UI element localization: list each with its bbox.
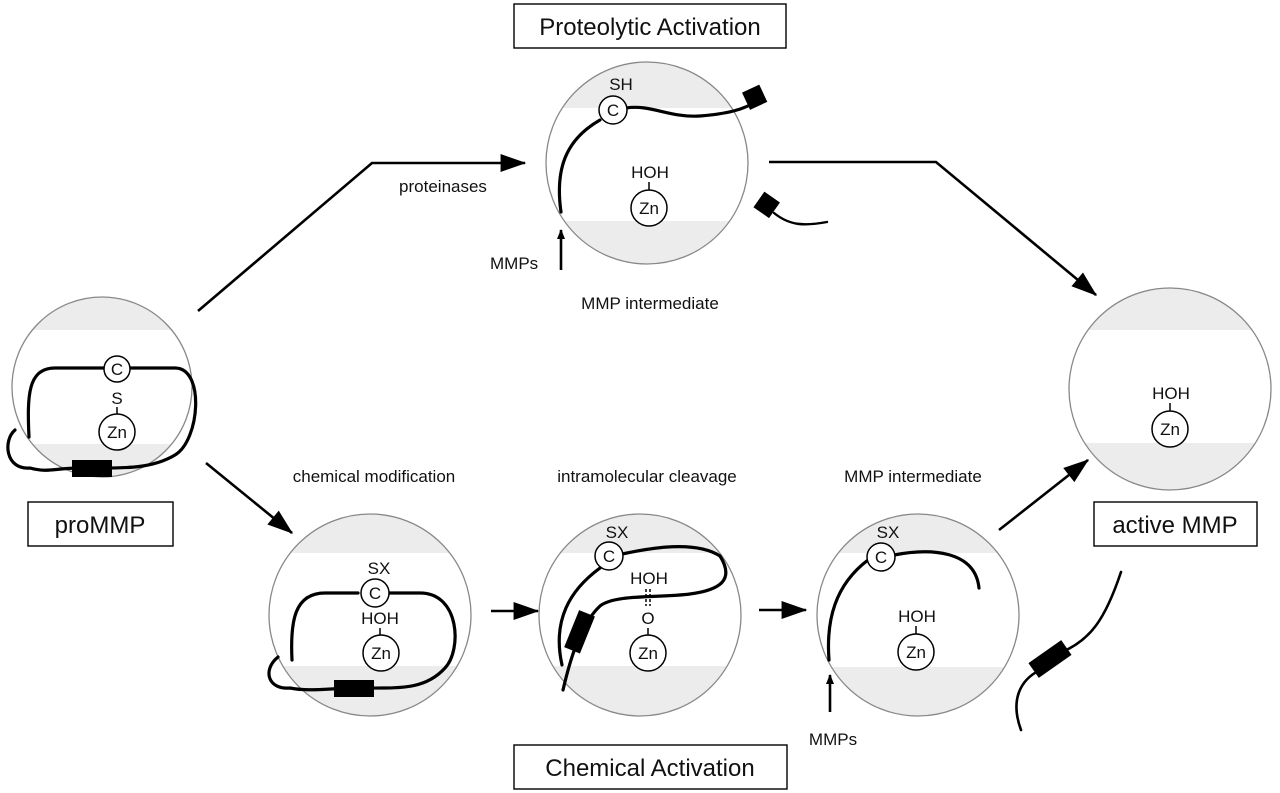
released-propeptide-block [753, 191, 780, 219]
enzyme-domain-circle [268, 513, 472, 717]
cysteine-label: C [111, 360, 123, 379]
zinc-ion [98, 413, 136, 451]
released-propeptide-chain [1015, 570, 1123, 732]
active-mmp-label: active MMP [1112, 512, 1237, 539]
cleaved-chain [557, 98, 760, 214]
propeptide-fragment-block [742, 84, 768, 110]
water-label: HOH [1152, 384, 1190, 403]
released-propeptide-tail [772, 211, 829, 226]
enzyme-domain-circle [1068, 287, 1272, 491]
cysteine-label: C [603, 547, 615, 566]
arrow-prommp-to-chemical-modification [205, 461, 293, 535]
prommp-label: proMMP [55, 512, 146, 539]
prommp-label-box: proMMP [27, 501, 174, 547]
zinc-label: Zn [638, 644, 658, 663]
chemical-activation-title-text: Chemical Activation [545, 755, 754, 782]
zinc-label: Zn [639, 199, 659, 218]
modified-propeptide-chain [267, 591, 457, 692]
cysteine-residue [866, 542, 896, 572]
cleaved-chain [826, 550, 981, 662]
intramolecular-cleavage-state: intramolecular cleavage C SX HOH O Zn [538, 467, 742, 717]
enzyme-domain-circle [545, 61, 749, 265]
active-mmp-state: HOH Zn [1068, 287, 1272, 491]
zinc-ion [362, 634, 400, 672]
prodomain-block [72, 460, 112, 477]
enzyme-domain-circle [816, 513, 1020, 717]
zinc-label: Zn [1160, 420, 1180, 439]
proteolytic-intermediate-state: C SH HOH Zn MMPs MMP intermediate [490, 61, 829, 313]
zinc-ion [897, 633, 935, 671]
cysteine-residue [103, 355, 131, 383]
zinc-ion [1151, 410, 1189, 448]
cysteine-label: C [369, 584, 381, 603]
modified-thiol-label: SX [877, 523, 900, 542]
thiol-label: SH [609, 75, 633, 94]
cysteine-residue [360, 578, 390, 608]
water-label: HOH [361, 609, 399, 628]
arrow-proteolytic-intermediate-to-active [769, 160, 1097, 296]
chemical-modification-state: chemical modification C SX HOH Zn [267, 467, 472, 717]
cysteine-residue [594, 541, 624, 571]
mmp-intermediate-caption: MMP intermediate [581, 294, 719, 313]
intramolecular-cleavage-caption: intramolecular cleavage [557, 467, 737, 486]
cysteine-residue [598, 95, 628, 125]
active-mmp-label-box: active MMP [1093, 501, 1258, 547]
proteinases-label: proteinases [399, 177, 487, 196]
mmp-intermediate-caption: MMP intermediate [844, 467, 982, 486]
zinc-label: Zn [371, 644, 391, 663]
mmps-label: MMPs [490, 254, 538, 273]
chemical-modification-caption: chemical modification [293, 467, 456, 486]
water-label: HOH [630, 569, 668, 588]
proteolytic-activation-title: Proteolytic Activation [513, 3, 787, 49]
carbonyl-oxygen-label: O [641, 609, 654, 628]
zinc-ion [630, 189, 668, 227]
cysteine-label: C [607, 101, 619, 120]
arrow-intermediate-to-active [998, 458, 1090, 532]
zinc-ion [629, 634, 667, 672]
sulfur-link-label: S [111, 389, 122, 408]
water-label: HOH [898, 607, 936, 626]
prodomain-block [334, 680, 374, 697]
prommp-state: C S Zn [6, 296, 198, 478]
water-label: HOH [631, 163, 669, 182]
cysteine-label: C [875, 548, 887, 567]
released-propeptide-block [1028, 640, 1072, 678]
zinc-label: Zn [906, 643, 926, 662]
proteolytic-activation-title-text: Proteolytic Activation [539, 14, 760, 41]
zinc-label: Zn [107, 423, 127, 442]
modified-thiol-label: SX [368, 559, 391, 578]
chemical-intermediate-state: MMP intermediate C SX HOH Zn MMPs [809, 467, 1123, 749]
modified-thiol-label: SX [606, 523, 629, 542]
arrow-prommp-to-proteolytic-intermediate [197, 154, 527, 312]
prodomain-block [564, 610, 595, 654]
mmps-label: MMPs [809, 730, 857, 749]
chemical-activation-title: Chemical Activation [513, 744, 788, 790]
